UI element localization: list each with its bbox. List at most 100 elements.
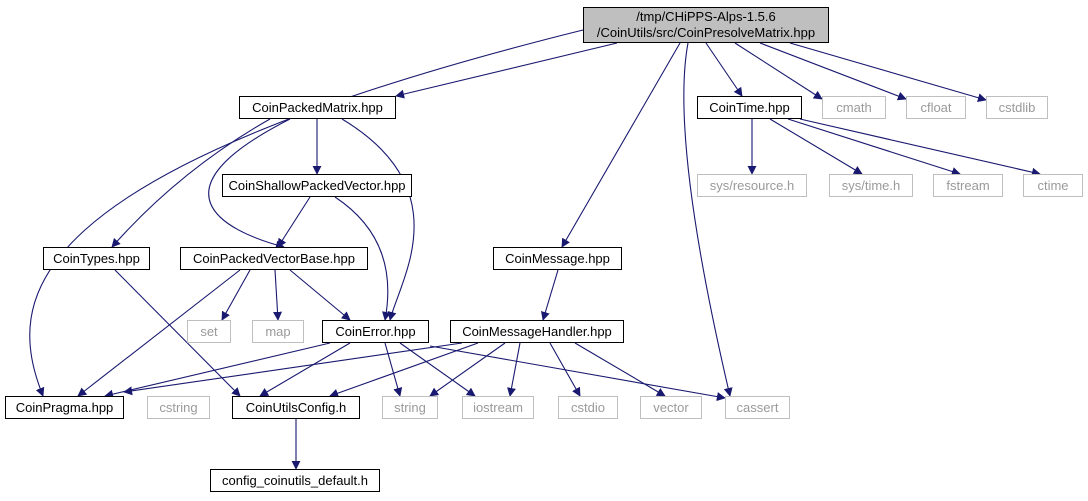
- edge-coinmessage-to-msghandler: [541, 269, 559, 321]
- edge-shallow-to-vectorbase: [277, 196, 311, 248]
- node-label: iostream: [473, 400, 523, 416]
- node-set: set: [187, 320, 231, 343]
- edge-coinerror-to-pragma: [104, 342, 331, 399]
- node-label: CoinUtilsConfig.h: [246, 400, 346, 416]
- node-label-line: CoinPackedVectorBase.hpp: [193, 250, 355, 266]
- node-fstream: fstream: [933, 174, 1003, 197]
- node-label: CoinPackedMatrix.hpp: [252, 100, 383, 116]
- node-root: /tmp/CHiPPS-Alps-1.5.6/CoinUtils/src/Coi…: [583, 7, 829, 43]
- edge-msghandler-to-vector: [574, 342, 666, 397]
- edge-root-to-packedmatrix: [395, 42, 618, 99]
- node-label: CoinPackedVectorBase.hpp: [193, 251, 355, 267]
- node-sysresource: sys/resource.h: [697, 174, 807, 197]
- edge-coinerror-to-string: [384, 342, 403, 397]
- node-label: fstream: [946, 178, 989, 194]
- node-label-line: CoinUtilsConfig.h: [245, 399, 347, 415]
- node-label: sys/resource.h: [710, 178, 795, 194]
- edge-root-to-pragma: [29, 29, 584, 397]
- node-string: string: [382, 396, 438, 419]
- node-label-line: /tmp/CHiPPS-Alps-1.5.6: [636, 9, 776, 24]
- node-label-line: CoinTime.hpp: [709, 99, 790, 115]
- edge-cointime-to-systime: [769, 118, 863, 175]
- node-coinmessage[interactable]: CoinMessage.hpp: [493, 247, 622, 270]
- node-label: ctime: [1037, 178, 1068, 194]
- node-label: cmath: [836, 100, 871, 116]
- edge-vectorbase-to-set: [221, 269, 251, 321]
- node-cointypes[interactable]: CoinTypes.hpp: [43, 247, 150, 270]
- node-label: CoinMessageHandler.hpp: [462, 324, 612, 340]
- node-label: vector: [653, 400, 688, 416]
- node-label: config_coinutils_default.h: [222, 473, 368, 489]
- edge-msghandler-to-string: [429, 342, 506, 397]
- edge-cointime-to-fstream: [787, 118, 961, 176]
- node-vectorbase[interactable]: CoinPackedVectorBase.hpp: [180, 247, 368, 270]
- node-packedmatrix[interactable]: CoinPackedMatrix.hpp: [239, 96, 396, 119]
- edge-root-to-cfloat: [759, 42, 907, 101]
- edge-cointypes-to-utilsconfig: [114, 269, 241, 397]
- node-cstring: cstring: [147, 396, 210, 419]
- node-label: CoinError.hpp: [335, 324, 415, 340]
- edge-shallow-to-coinerror: [334, 196, 391, 321]
- node-label-line: sys/resource.h: [709, 177, 795, 193]
- edge-vectorbase-to-pragma: [77, 269, 241, 397]
- edge-root-to-cointime: [705, 42, 743, 97]
- node-cstdlib: cstdlib: [986, 96, 1048, 119]
- node-cstdio: cstdio: [558, 396, 618, 419]
- node-label-line: vector: [653, 399, 689, 415]
- node-pragma[interactable]: CoinPragma.hpp: [5, 396, 124, 419]
- node-systime: sys/time.h: [829, 174, 913, 197]
- node-label-line: cstring: [159, 399, 198, 415]
- edge-root-to-cstdlib: [789, 42, 987, 103]
- edge-coinerror-to-utilsconfig: [259, 342, 351, 397]
- node-shallow[interactable]: CoinShallowPackedVector.hpp: [222, 174, 412, 197]
- node-iostream: iostream: [462, 396, 534, 419]
- node-label-line: CoinShallowPackedVector.hpp: [228, 177, 406, 193]
- node-label-line: cmath: [836, 99, 872, 115]
- node-label-line: CoinMessageHandler.hpp: [462, 323, 612, 339]
- node-label-line: config_coinutils_default.h: [222, 472, 368, 488]
- edge-packedmatrix-to-vectorbase: [208, 118, 291, 250]
- node-utilsconfig[interactable]: CoinUtilsConfig.h: [232, 396, 360, 419]
- edge-vectorbase-to-coinerror: [289, 269, 351, 321]
- node-cmath: cmath: [822, 96, 886, 119]
- node-label: sys/time.h: [842, 178, 901, 194]
- node-label: CoinMessage.hpp: [505, 251, 610, 267]
- edge-msghandler-to-pragma: [123, 342, 463, 396]
- node-label-line: CoinError.hpp: [335, 323, 416, 339]
- node-label-line: CoinPackedMatrix.hpp: [252, 99, 383, 115]
- node-map: map: [252, 320, 304, 343]
- node-label: set: [200, 324, 217, 340]
- edge-packedmatrix-to-cointypes: [111, 118, 271, 248]
- node-cointime[interactable]: CoinTime.hpp: [697, 96, 802, 119]
- node-label: cassert: [737, 400, 779, 416]
- edge-msghandler-to-cstdio: [549, 342, 581, 397]
- node-ctime: ctime: [1023, 174, 1083, 197]
- node-label: cfloat: [920, 100, 951, 116]
- edge-root-to-cassert: [683, 42, 733, 397]
- node-label-line: ctime: [1037, 177, 1069, 193]
- node-label: cstring: [159, 400, 197, 416]
- edge-cointime-to-ctime: [799, 118, 1041, 177]
- node-label-line: cfloat: [920, 99, 952, 115]
- node-label: cstdlib: [999, 100, 1036, 116]
- node-label-line: sys/time.h: [841, 177, 901, 193]
- edge-vectorbase-to-map: [273, 269, 283, 321]
- node-vector: vector: [640, 396, 702, 419]
- edge-coinerror-to-iostream: [399, 342, 476, 397]
- node-msghandler[interactable]: CoinMessageHandler.hpp: [450, 320, 624, 343]
- node-label-line: CoinTypes.hpp: [53, 250, 140, 266]
- node-cassert: cassert: [725, 396, 790, 419]
- node-configdefault[interactable]: config_coinutils_default.h: [210, 469, 380, 492]
- edge-root-to-cmath: [734, 42, 823, 100]
- node-coinerror[interactable]: CoinError.hpp: [322, 320, 429, 343]
- edge-root-to-coinmessage: [561, 42, 681, 248]
- node-label-line: map: [265, 323, 291, 339]
- node-label: CoinTime.hpp: [709, 100, 789, 116]
- node-label: CoinTypes.hpp: [53, 251, 140, 267]
- node-label: /tmp/CHiPPS-Alps-1.5.6/CoinUtils/src/Coi…: [597, 9, 815, 41]
- edge-msghandler-to-iostream: [507, 342, 521, 397]
- node-label-line: CoinPragma.hpp: [15, 399, 114, 415]
- edge-msghandler-to-utilsconfig: [329, 342, 479, 398]
